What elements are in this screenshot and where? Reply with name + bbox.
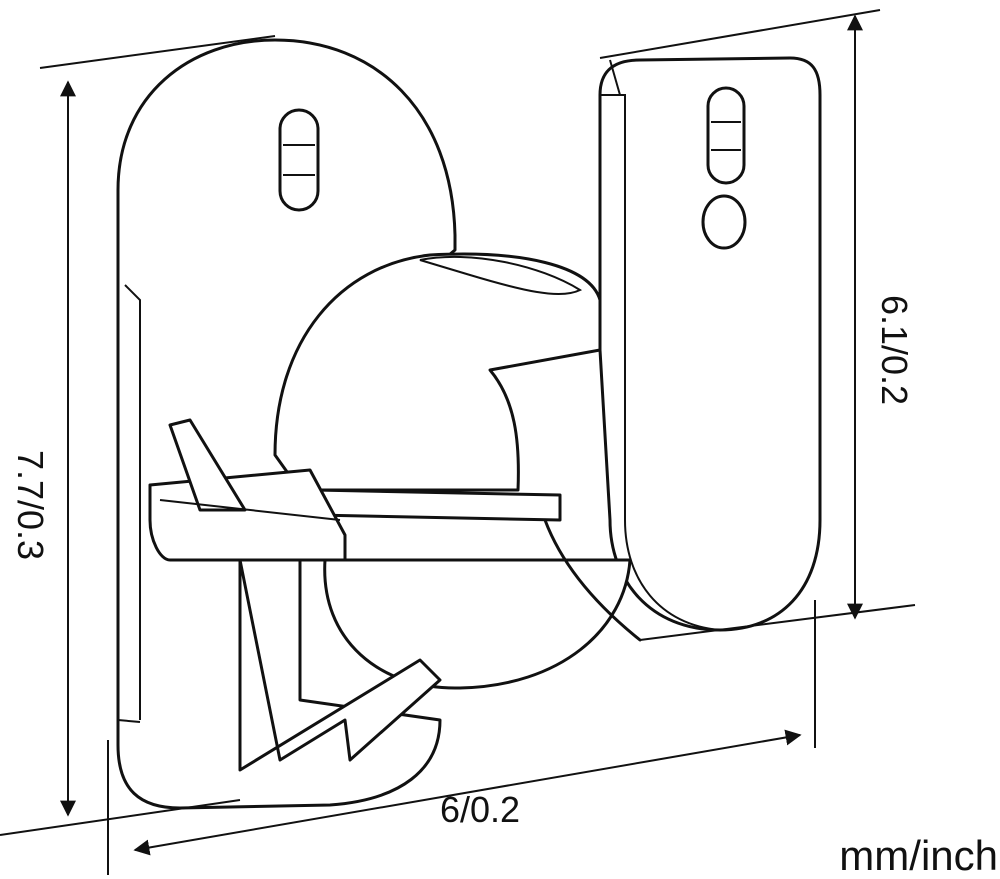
depth-label: 6/0.2 bbox=[440, 789, 520, 830]
arm-height-label: 6.1/0.2 bbox=[874, 295, 915, 405]
units-label: mm/inch bbox=[839, 832, 998, 879]
height-total-label: 7.7/0.3 bbox=[10, 450, 51, 560]
dimension-arm-height: 6.1/0.2 bbox=[599, 9, 916, 641]
screw-hole bbox=[701, 194, 747, 250]
mounting-clip bbox=[148, 418, 442, 772]
upper-slot-left bbox=[278, 108, 320, 212]
dimension-depth: 6/0.2 bbox=[107, 600, 816, 875]
speaker-arm bbox=[598, 56, 822, 632]
dimension-height-total: 7.7/0.3 bbox=[0, 35, 276, 836]
upper-slot-right bbox=[706, 86, 746, 185]
ball-joint bbox=[273, 252, 642, 690]
